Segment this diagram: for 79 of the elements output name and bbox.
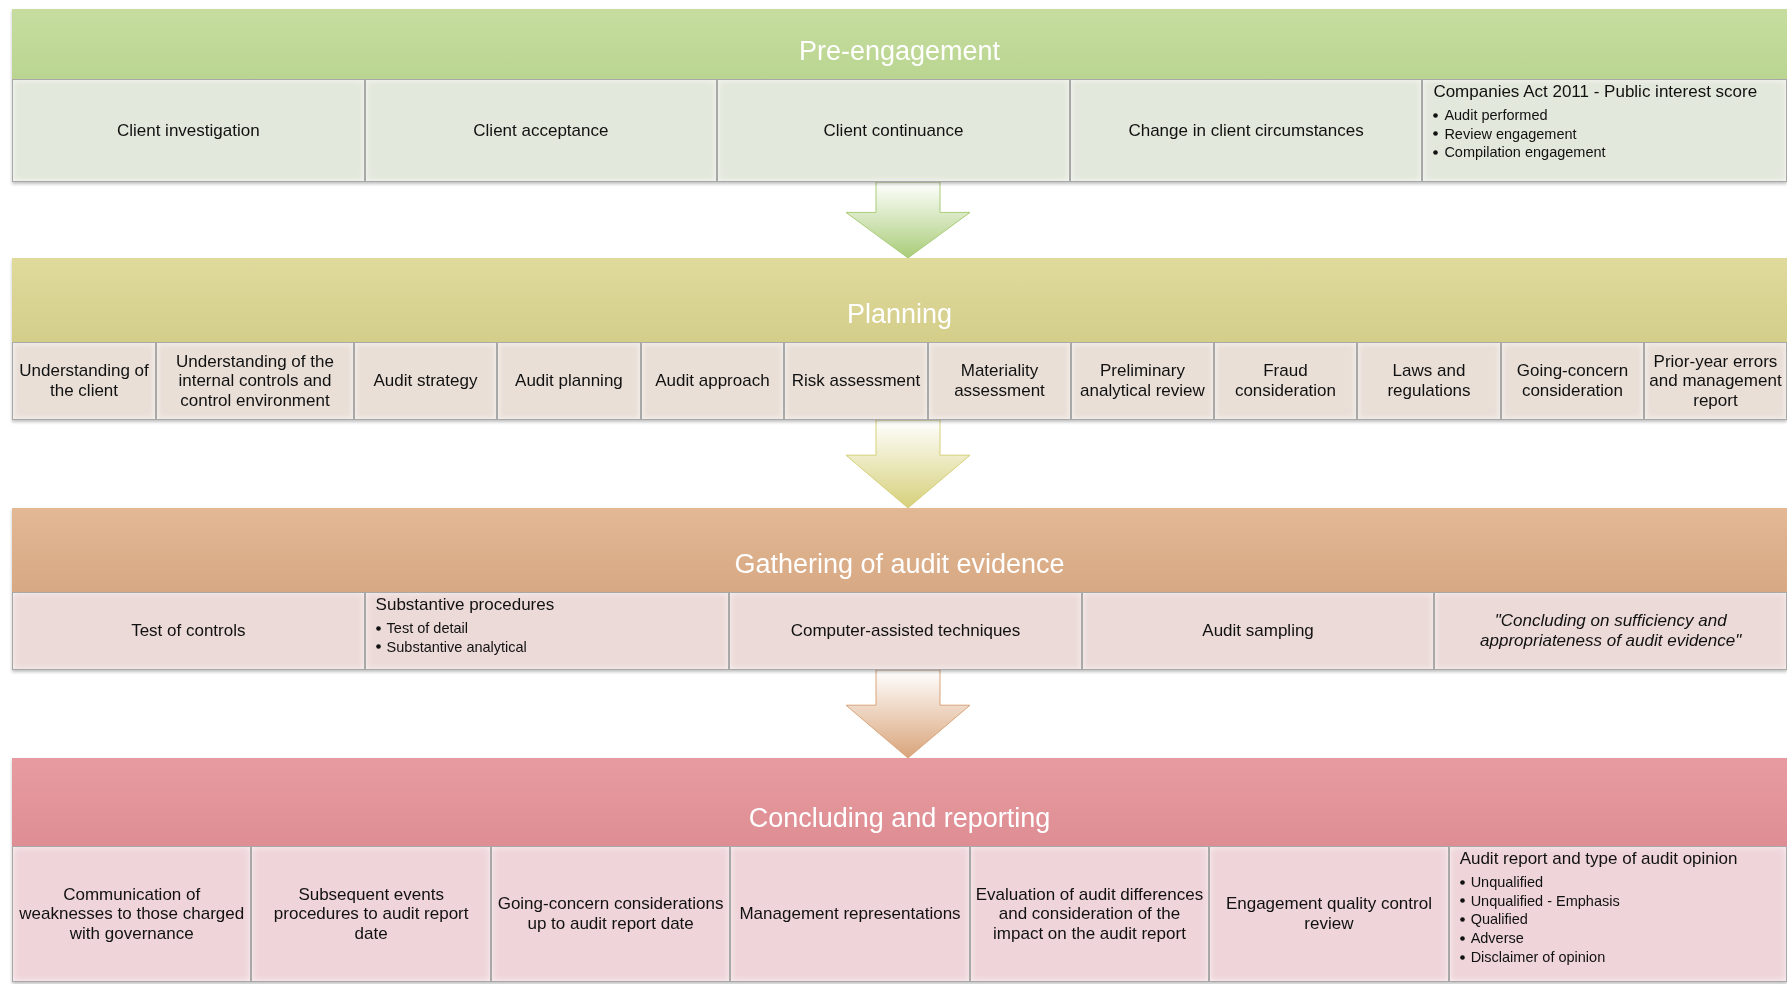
phase-band bbox=[12, 258, 1787, 420]
step-box bbox=[1213, 342, 1357, 420]
step-box bbox=[12, 342, 157, 420]
step-box bbox=[12, 79, 365, 182]
phase-title: Planning bbox=[846, 299, 953, 330]
step-text: Test of controls bbox=[131, 621, 246, 641]
step-text: Change in client circumstances bbox=[1128, 120, 1364, 141]
bullet-item: Unqualified - Emphasis bbox=[1470, 891, 1620, 911]
step-box bbox=[1434, 592, 1787, 670]
step-text: Audit approach bbox=[655, 371, 770, 391]
down-arrow bbox=[845, 419, 971, 509]
step-box bbox=[730, 846, 970, 982]
step-text: Client investigation bbox=[116, 120, 260, 141]
step-text: Going-concern considerations up to audit report date bbox=[496, 894, 725, 934]
phase-title: Concluding and reporting bbox=[748, 803, 1051, 834]
step-box bbox=[12, 846, 252, 982]
step-box bbox=[640, 342, 784, 420]
down-arrow bbox=[845, 181, 971, 259]
step-text: Going-concern consideration bbox=[1515, 361, 1630, 401]
step-text: Subsequent events procedures to audit report date bbox=[272, 884, 470, 944]
step-text: Preliminary analytical review bbox=[1079, 361, 1206, 401]
box-heading: Substantive procedures bbox=[375, 596, 555, 615]
down-arrow bbox=[845, 669, 971, 759]
step-text: Prior-year errors and management report bbox=[1648, 351, 1782, 411]
step-text: Fraud consideration bbox=[1233, 361, 1337, 401]
step-box bbox=[1081, 592, 1435, 670]
step-box bbox=[717, 79, 1070, 182]
step-text: Client continuance bbox=[823, 120, 964, 141]
bullet-item: Disclaimer of opinion bbox=[1470, 948, 1606, 967]
bullet-item: Audit performed bbox=[1444, 105, 1548, 125]
step-box bbox=[496, 342, 641, 420]
step-text: Management representations bbox=[739, 904, 961, 924]
step-box bbox=[1501, 342, 1644, 420]
step-box bbox=[783, 342, 928, 420]
step-text: Audit planning bbox=[515, 371, 623, 391]
step-text: Client acceptance bbox=[473, 120, 609, 141]
step-box bbox=[490, 846, 731, 982]
box-heading: Audit report and type of audit opinion bbox=[1459, 850, 1738, 869]
step-text: Communication of weaknesses to those charged with governance bbox=[18, 884, 246, 944]
step-box bbox=[251, 846, 491, 982]
phase-band bbox=[12, 9, 1787, 182]
step-box bbox=[364, 79, 718, 182]
step-box bbox=[969, 846, 1210, 982]
step-text: Audit sampling bbox=[1202, 621, 1314, 641]
phase-band bbox=[12, 758, 1787, 982]
bullet-item: Unqualified bbox=[1470, 872, 1544, 892]
bullet-item: Compilation engagement bbox=[1444, 143, 1606, 163]
step-box bbox=[1069, 79, 1423, 182]
list-box bbox=[1422, 79, 1787, 182]
box-heading: Companies Act 2011 - Public interest score bbox=[1433, 83, 1758, 102]
bullet-item: Substantive analytical bbox=[386, 637, 527, 657]
step-text: Materiality assessment bbox=[953, 361, 1046, 401]
step-text: Understanding of the client bbox=[18, 361, 150, 401]
step-box bbox=[353, 342, 497, 420]
step-text: Risk assessment bbox=[791, 371, 921, 391]
phase-title: Pre-engagement bbox=[798, 36, 1001, 67]
step-text: Audit strategy bbox=[373, 371, 478, 391]
step-text: Understanding of the internal controls and control environment bbox=[175, 351, 335, 411]
step-text: Computer-assisted techniques bbox=[790, 621, 1021, 641]
bullet-item: Adverse bbox=[1470, 929, 1524, 949]
step-text: Evaluation of audit differences and consideration of the impact on the audit report bbox=[974, 884, 1205, 944]
list-box bbox=[364, 592, 730, 670]
step-text: "Concluding on sufficiency and appropriateness of audit evidence" bbox=[1479, 611, 1743, 651]
step-box bbox=[1070, 342, 1214, 420]
list-box bbox=[1448, 846, 1787, 982]
step-box bbox=[12, 592, 365, 670]
step-box bbox=[156, 342, 354, 420]
step-box bbox=[729, 592, 1082, 670]
step-box bbox=[928, 342, 1071, 420]
step-text: Laws and regulations bbox=[1386, 361, 1472, 401]
step-box bbox=[1643, 342, 1787, 420]
bullet-item: Test of detail bbox=[386, 618, 468, 638]
step-text: Engagement quality control review bbox=[1224, 894, 1433, 934]
bullet-item: Review engagement bbox=[1444, 124, 1577, 144]
step-box bbox=[1356, 342, 1501, 420]
phase-title: Gathering of audit evidence bbox=[734, 549, 1065, 580]
bullet-item: Qualified bbox=[1470, 910, 1528, 930]
phase-band bbox=[12, 508, 1787, 670]
step-box bbox=[1209, 846, 1449, 982]
